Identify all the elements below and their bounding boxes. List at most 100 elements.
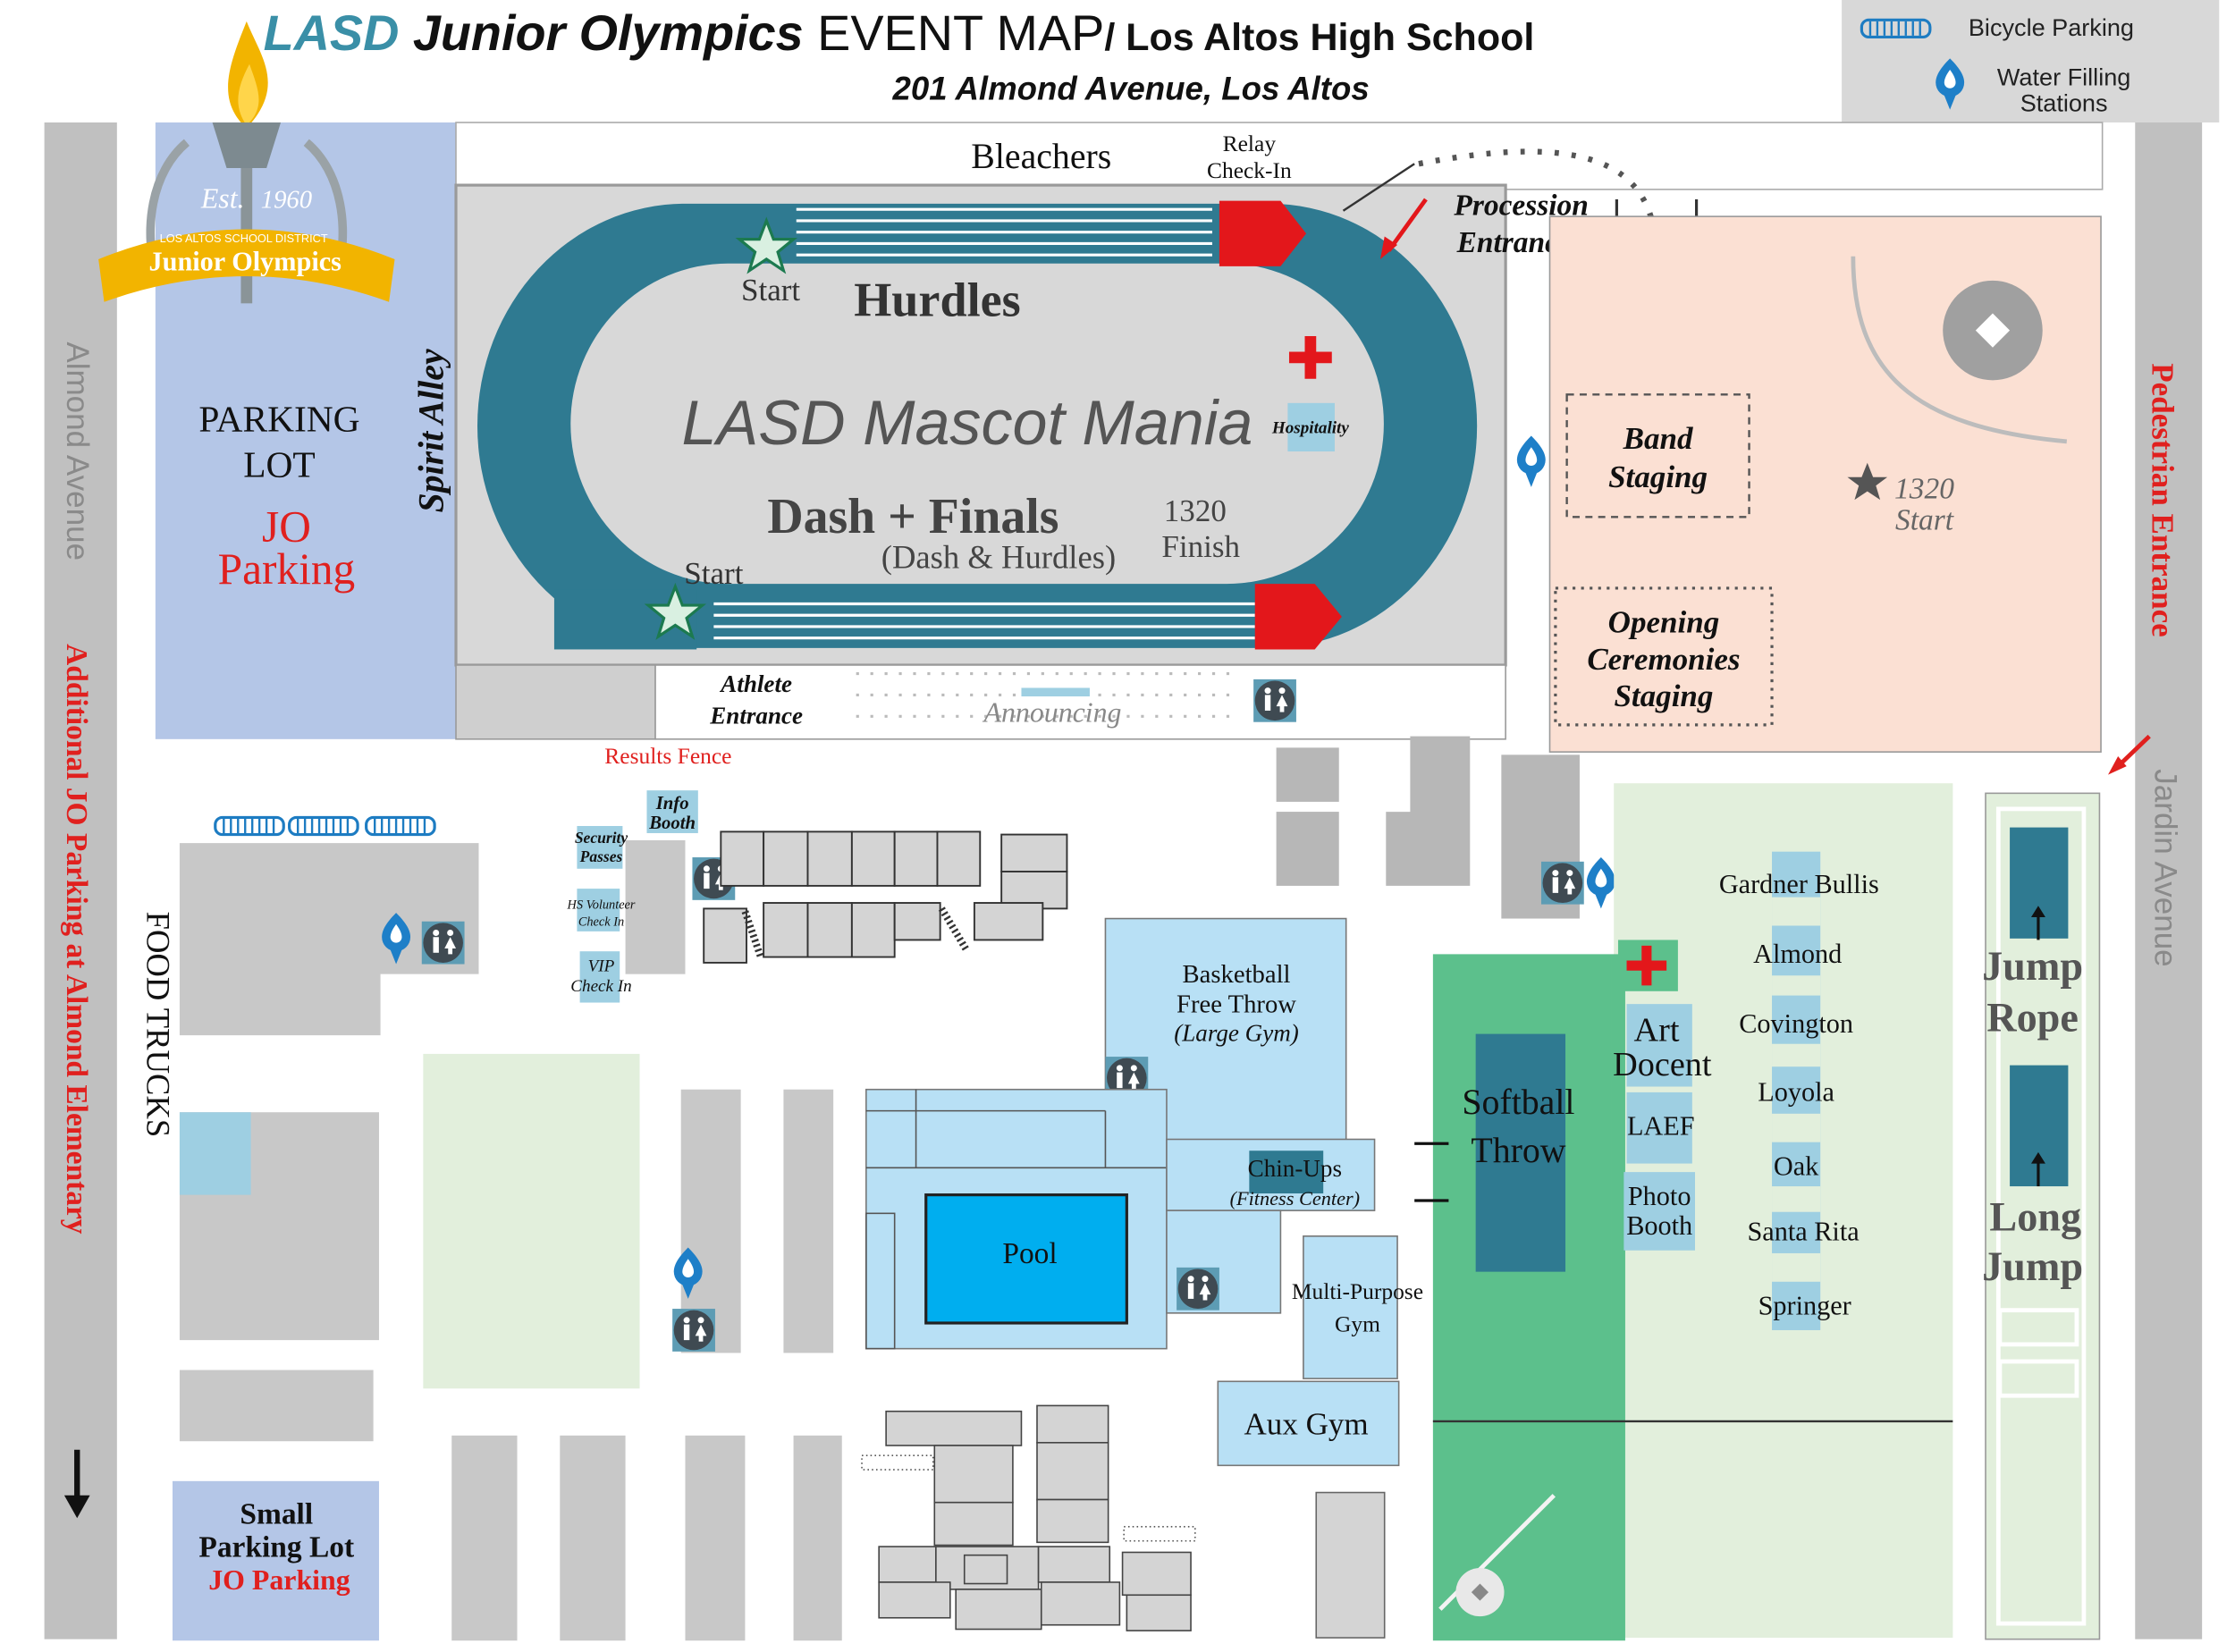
long-jump-label: Long (1989, 1193, 2081, 1239)
school-station-label: Loyola (1758, 1076, 1834, 1107)
aux-gym (1217, 1380, 1400, 1467)
svg-text:Finish: Finish (1161, 529, 1240, 564)
announcing-label: Announcing (983, 697, 1122, 729)
star-icon (735, 216, 798, 274)
aux-gym-label: Aux Gym (1244, 1406, 1369, 1441)
additional-parking-label: Additional JO Parking at Almond Elementa… (60, 644, 93, 1235)
svg-text:Docent: Docent (1613, 1046, 1712, 1083)
restroom-icon (421, 921, 465, 965)
svg-text:Booth: Booth (648, 813, 696, 833)
svg-text:1960: 1960 (261, 186, 312, 215)
bicycle-rack-icon (288, 815, 359, 837)
opening-ceremonies-label: Opening (1608, 604, 1720, 639)
first-aid-cross-icon (1626, 945, 1667, 986)
results-fence-label: Results Fence (604, 743, 731, 769)
pool (924, 1193, 1128, 1325)
water-drop-icon (1586, 857, 1615, 909)
svg-text:(Large Gym): (Large Gym) (1174, 1020, 1299, 1047)
svg-text:(Fitness Center): (Fitness Center) (1230, 1187, 1361, 1210)
svg-text:Check In: Check In (570, 977, 631, 996)
svg-text:Ceremonies: Ceremonies (1587, 642, 1740, 677)
legend-water-label-2: Stations (2020, 88, 2108, 116)
info-booth (646, 790, 698, 833)
school-station-label: Springer (1758, 1290, 1851, 1320)
svg-text:Throw: Throw (1471, 1131, 1565, 1170)
vip-checkin-booth (579, 951, 620, 1003)
svg-text:VIP: VIP (588, 957, 615, 975)
finish-gate-top (1219, 200, 1307, 266)
svg-text:Check In: Check In (578, 915, 624, 930)
jo-parking-label: JO (262, 502, 311, 551)
address: 201 Almond Avenue, Los Altos (892, 71, 1370, 107)
jardin-avenue-road (2135, 122, 2203, 1639)
jo-logo: Est. 1960 LOS ALTOS SCHOOL DISTRICT Juni… (98, 21, 395, 304)
band-staging-label: Band (1623, 421, 1693, 456)
pool-label: Pool (1002, 1237, 1057, 1270)
svg-text:Staging: Staging (1614, 678, 1713, 713)
bicycle-rack-icon (365, 815, 436, 837)
chin-ups-label: Chin-Ups (1248, 1155, 1342, 1182)
hurdles-label: Hurdles (854, 274, 1021, 327)
legend-water-label: Water Filling (1997, 63, 2130, 91)
svg-text:Est.: Est. (200, 183, 245, 215)
legend: Bicycle Parking Water Filling Stations (1842, 0, 2220, 123)
svg-text:LOT: LOT (243, 444, 316, 485)
school-station-label: Oak (1774, 1150, 1819, 1181)
svg-text:Info: Info (655, 794, 689, 813)
start-label-bottom: Start (684, 556, 743, 591)
building (179, 843, 479, 1036)
svg-text:Booth: Booth (1626, 1210, 1692, 1241)
laef-label: LAEF (1627, 1111, 1695, 1142)
procession-route (1418, 148, 1869, 473)
bicycle-rack-icon (214, 815, 285, 837)
athlete-entrance-label: Athlete (719, 670, 792, 697)
photo-booth-label: Photo (1628, 1181, 1691, 1211)
grass-area (423, 1053, 640, 1389)
svg-text:Rope: Rope (1986, 994, 2079, 1040)
svg-text:Entrance: Entrance (709, 702, 803, 729)
school-stations: Gardner Bullis Almond Covington Loyola O… (1719, 851, 1879, 1330)
svg-text:Security: Security (575, 829, 628, 847)
star-icon (1847, 462, 1888, 501)
procession-arrow-icon (1342, 163, 1415, 212)
svg-text:Staging: Staging (1608, 459, 1708, 494)
hurdles-lanes (713, 207, 1255, 640)
food-trucks-label: FOOD TRUCKS (139, 912, 176, 1138)
hospitality-label: Hospitality (1271, 418, 1350, 437)
security-passes-booth (577, 826, 623, 869)
small-jo-parking-label: JO Parking (208, 1564, 350, 1596)
multi-purpose-gym-label: Multi-Purpose (1292, 1278, 1423, 1304)
dash-finals-label: Dash + Finals (767, 489, 1058, 544)
pedestrian-entrance-label: Pedestrian Entrance (2145, 363, 2180, 636)
parking-lot-label: PARKING (198, 399, 359, 440)
page-title: LASD Junior Olympics EVENT MAP/ Los Alto… (264, 5, 1535, 61)
legend-bicycle-label: Bicycle Parking (1969, 13, 2134, 41)
small-parking-lot (172, 1480, 379, 1641)
classroom-complex (878, 1404, 1192, 1631)
start-1320-label: 1320 (1894, 473, 1954, 506)
svg-text:Parking Lot: Parking Lot (198, 1530, 354, 1564)
school-station-label: Santa Rita (1747, 1217, 1860, 1247)
svg-text:Passes: Passes (579, 847, 623, 865)
basketball-free-throw-label: Basketball (1183, 960, 1291, 989)
hs-volunteer-booth (577, 889, 620, 931)
school-station-label: Gardner Bullis (1719, 869, 1879, 899)
spirit-alley-label: Spirit Alley (412, 349, 451, 513)
softball-throw-label: Softball (1462, 1083, 1574, 1122)
first-aid-cross-icon (1288, 335, 1332, 379)
svg-text:Parking: Parking (218, 544, 356, 594)
school-station-label: Covington (1739, 1008, 1853, 1039)
finish-1320-label: 1320 (1164, 493, 1227, 528)
svg-text:Junior Olympics: Junior Olympics (149, 247, 342, 277)
svg-text:LOS ALTOS SCHOOL DISTRICT: LOS ALTOS SCHOOL DISTRICT (160, 232, 328, 245)
svg-text:Free Throw: Free Throw (1177, 990, 1296, 1019)
parking-lot (155, 122, 457, 739)
dash-sub-label: (Dash & Hurdles) (881, 539, 1116, 576)
svg-text:Start: Start (1895, 504, 1954, 537)
restroom-icon (1177, 1267, 1219, 1311)
bleachers-area (455, 122, 2104, 190)
softball-throw-area (1475, 1033, 1566, 1272)
star-icon (644, 582, 707, 640)
multi-purpose-gym (1303, 1235, 1398, 1379)
